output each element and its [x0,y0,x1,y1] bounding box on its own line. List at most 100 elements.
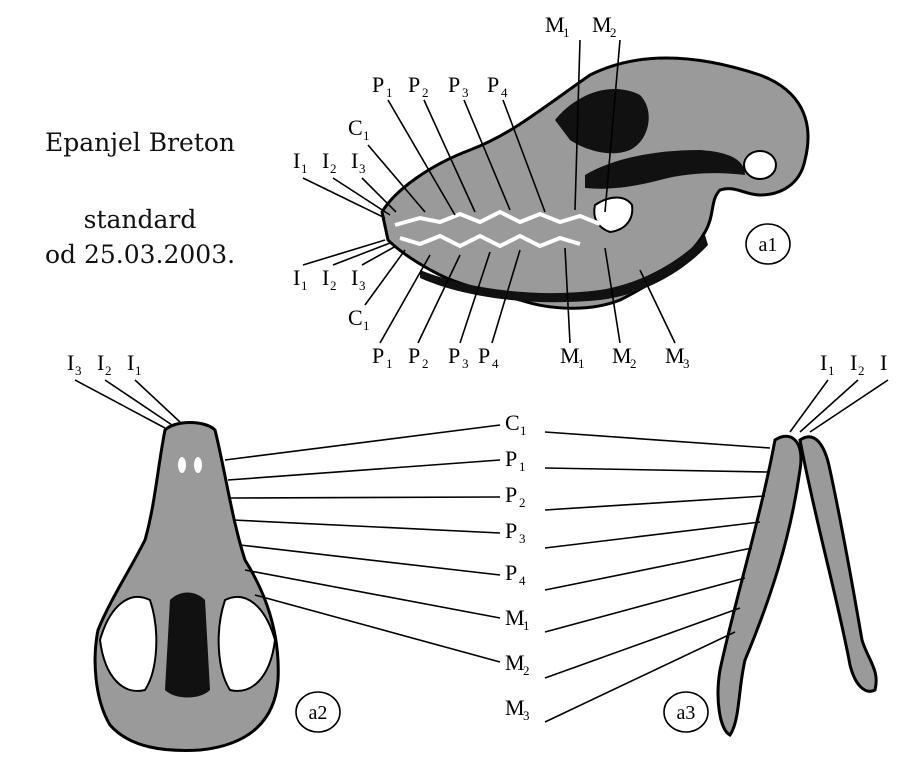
svg-text:P: P [505,560,517,585]
label-upper-m1: M1 [545,12,570,40]
svg-text:I: I [880,350,887,375]
svg-text:M: M [505,695,525,720]
svg-text:P: P [448,72,460,97]
svg-text:1: 1 [578,356,585,371]
label-lower-m2: M2 [612,343,637,371]
label-lower-m1: M1 [560,343,585,371]
svg-text:4: 4 [492,356,499,371]
svg-text:2: 2 [610,25,617,40]
svg-text:2: 2 [858,363,865,378]
ear-canal [744,151,776,179]
svg-text:M: M [505,650,525,675]
svg-text:P: P [505,518,517,543]
svg-text:a3: a3 [677,702,696,724]
svg-text:a2: a2 [309,702,328,724]
label-lower-i2: I2 [322,265,337,293]
svg-text:1: 1 [386,356,393,371]
svg-text:I: I [351,265,358,290]
svg-text:1: 1 [828,363,835,378]
svg-text:M: M [545,12,565,37]
svg-text:2: 2 [523,663,530,678]
mandible-right-ramus [800,437,876,691]
svg-text:C: C [348,305,363,330]
svg-text:2: 2 [630,356,637,371]
svg-text:2: 2 [422,356,429,371]
svg-text:I: I [97,350,104,375]
svg-text:1: 1 [363,318,370,333]
center-label-m3: M3 [505,695,530,723]
label-upper-i1: I1 [293,148,308,176]
label-lower-i1: I1 [293,265,308,293]
svg-text:P: P [372,343,384,368]
svg-text:1: 1 [523,618,530,633]
center-label-m2: M2 [505,650,530,678]
palate-center [165,593,210,698]
svg-text:P: P [408,343,420,368]
svg-text:P: P [372,72,384,97]
svg-text:a1: a1 [759,234,778,256]
svg-text:M: M [665,343,685,368]
svg-text:4: 4 [519,573,526,588]
a2-incisor-labels: I3 I2 I1 [67,350,180,428]
svg-text:M: M [560,343,580,368]
a3-incisor-labels: I1 I2 I [790,350,888,432]
svg-text:3: 3 [359,161,366,176]
svg-text:I: I [322,265,329,290]
svg-text:P: P [478,343,490,368]
view-badge-a2: a2 [296,692,340,732]
svg-text:I: I [850,350,857,375]
label-a3-i3: I [880,350,887,375]
svg-text:3: 3 [462,356,469,371]
svg-text:I: I [67,350,74,375]
svg-text:2: 2 [422,85,429,100]
svg-text:P: P [505,482,517,507]
svg-text:I: I [351,148,358,173]
incisive-foramen-right [194,457,202,473]
svg-text:4: 4 [501,85,508,100]
svg-text:1: 1 [519,459,526,474]
incisive-foramen-left [178,457,186,473]
svg-text:3: 3 [523,708,530,723]
svg-text:M: M [505,605,525,630]
svg-text:P: P [505,446,517,471]
svg-text:3: 3 [359,278,366,293]
svg-text:3: 3 [462,85,469,100]
svg-text:1: 1 [520,423,527,438]
svg-text:3: 3 [75,363,82,378]
svg-text:C: C [505,410,520,435]
center-label-p3: P3 [505,518,526,546]
svg-text:2: 2 [330,161,337,176]
svg-text:2: 2 [519,495,526,510]
svg-text:M: M [612,343,632,368]
svg-text:I: I [127,350,134,375]
svg-text:1: 1 [301,161,308,176]
center-label-m1: M1 [505,605,530,633]
svg-text:1: 1 [301,278,308,293]
svg-text:1: 1 [135,363,142,378]
svg-text:1: 1 [386,85,393,100]
svg-text:C: C [348,115,363,140]
svg-text:I: I [293,148,300,173]
mandible-left-ramus [718,436,801,735]
svg-text:P: P [408,72,420,97]
svg-text:I: I [820,350,827,375]
